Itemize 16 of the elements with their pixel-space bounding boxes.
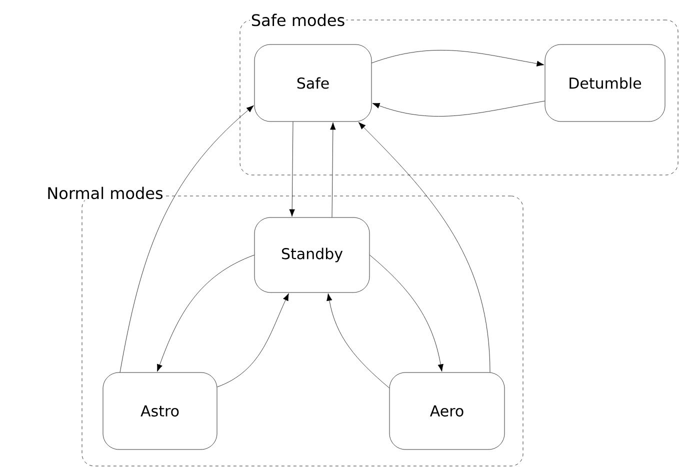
state-box: Aero xyxy=(389,372,505,450)
state-box: Astro xyxy=(102,372,218,450)
arrow xyxy=(289,122,295,217)
arrow xyxy=(156,254,254,372)
arrow xyxy=(372,50,544,66)
arrow xyxy=(330,122,336,218)
arrow xyxy=(372,100,545,116)
arrow xyxy=(217,293,289,388)
arrow xyxy=(326,293,390,388)
state-box: Detumble xyxy=(544,44,666,122)
arrow xyxy=(120,105,254,372)
arrow xyxy=(370,254,444,372)
state-box: Standby xyxy=(254,217,370,293)
state-box: Safe xyxy=(254,44,372,122)
node-label: Normal modes xyxy=(48,186,163,200)
arrow xyxy=(358,122,490,372)
